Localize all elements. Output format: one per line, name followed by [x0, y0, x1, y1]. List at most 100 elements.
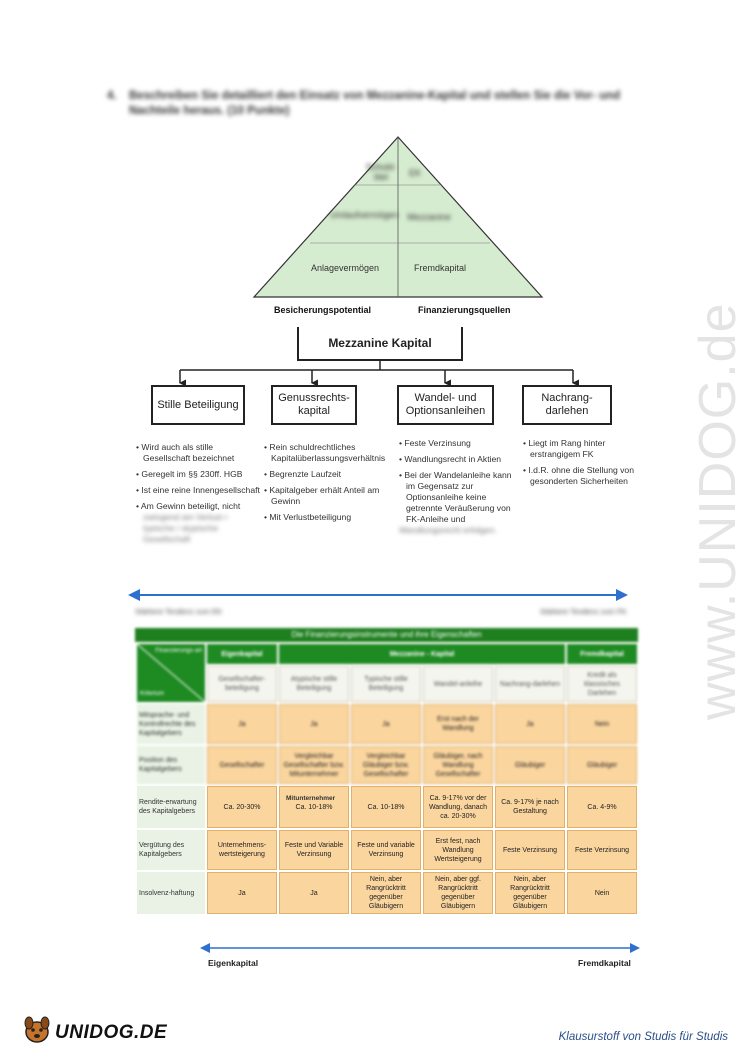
table-cell: Ja [279, 704, 349, 744]
table-cell: Nein, aber Rangrücktritt gegenüber Gläub… [351, 872, 421, 914]
table-cell: Nein, aber ggf. Rangrücktritt gegenüber … [423, 872, 493, 914]
table-cell: Ca. 9-17% vor der Wandlung, danach ca. 2… [423, 786, 493, 828]
list-item: Rein schuldrechtliches Kapitalüberlassun… [264, 442, 399, 464]
table-cell: Nein [567, 872, 638, 914]
blurred-text: Wandlungsrecht erfolgen. [399, 525, 497, 535]
table-cell: Ca. 9-17% je nach Gestaltung [495, 786, 566, 828]
table-cell: Ca. 20-30% [207, 786, 277, 828]
pyramid-row1-left: Schuld-titel [365, 162, 397, 182]
overlap-text: Mitunternehmer [286, 795, 336, 802]
box-wandel-optionsanleihen: Wandel- und Optionsanleihen [397, 385, 494, 425]
list-wandel-optionsanleihen: Feste Verzinsung Wandlungsrecht in Aktie… [399, 438, 523, 536]
table-cell: Gläubiger, nach Wandlung Gesellschafter [423, 746, 493, 784]
list-item: Feste Verzinsung [399, 438, 523, 449]
pyramid-diagram [252, 136, 544, 298]
list-item: Geregelt im §§ 230ff. HGB [136, 469, 261, 480]
table-title: Die Finanzierungsinstrumente und ihre Ei… [135, 628, 638, 642]
table-cell: Nein [567, 704, 638, 744]
sub-header: Typische stille Beteiligung [351, 666, 421, 702]
row-label: Mitsprache- und Kontrollrechte des Kapit… [137, 704, 205, 744]
mezzanine-root-box: Mezzanine Kapital [297, 327, 463, 361]
table-cell: Feste Verzinsung [495, 830, 566, 870]
list-item: Wandlungsrecht in Aktien [399, 454, 523, 465]
group-header-mezzanine: Mezzanine - Kapital [279, 644, 566, 664]
list-stille-beteiligung: Wird auch als stille Gesellschaft bezeic… [136, 442, 261, 545]
table-cell: Unternehmens-wertsteigerung [207, 830, 277, 870]
blurred-text: zwingend am Verlust • typische / atypisc… [143, 512, 228, 544]
list-genussrechtskapital: Rein schuldrechtliches Kapitalüberlassun… [264, 442, 399, 528]
table-corner: Finanzierungs-art Kriterium [137, 644, 205, 702]
list-item: Kapitalgeber erhält Anteil am Gewinn [264, 485, 399, 507]
dog-logo-icon [22, 1014, 52, 1044]
pyramid-row3-right: Fremdkapital [413, 263, 467, 273]
table-cell: Nein, aber Rangrücktritt gegenüber Gläub… [495, 872, 566, 914]
pyramid-row3-left: Anlagevermögen [310, 263, 380, 273]
box-genussrechtskapital: Genussrechts-kapital [271, 385, 357, 425]
sub-header: Gesellschafter-beteiligung [207, 666, 277, 702]
table-cell: Gläubiger [495, 746, 566, 784]
table-cell: Gesellschafter [207, 746, 277, 784]
bottom-arrow [200, 943, 640, 953]
table-cell: Erst nach der Wandlung [423, 704, 493, 744]
footer-logo[interactable]: UNIDOG.DE [55, 1022, 168, 1043]
list-item: I.d.R. ohne die Stellung von gesonderten… [523, 465, 638, 487]
group-header-fremdkapital: Fremdkapital [567, 644, 638, 664]
bottom-label-eigenkapital: Eigenkapital [208, 958, 259, 968]
table-cell: Feste und variable Verzinsung [351, 830, 421, 870]
table-row: Mitsprache- und Kontrollrechte des Kapit… [137, 704, 638, 744]
table-row: Vergütung des Kapitalgebers Unternehmens… [137, 830, 638, 870]
list-item: Begrenzte Laufzeit [264, 469, 399, 480]
table-cell: Gläubiger [567, 746, 638, 784]
tendency-ek-label: Stärkere Tendenz zum EK [135, 607, 222, 616]
row-label: Position des Kapitalgebers [137, 746, 205, 784]
footer-slogan: Klausurstoff von Studis für Studis [558, 1031, 728, 1043]
table-cell: Feste und Variable Verzinsung [279, 830, 349, 870]
sub-header: Kredit als klassisches Darlehen [567, 666, 638, 702]
question-text: Beschreiben Sie detailliert den Einsatz … [129, 90, 621, 117]
table-cell: Ca. 10-18% [351, 786, 421, 828]
table-row: Insolvenz-haftung Ja Ja Nein, aber Rangr… [137, 872, 638, 914]
sub-header: Atypische stille Beteiligung [279, 666, 349, 702]
list-item: Wird auch als stille Gesellschaft bezeic… [136, 442, 261, 464]
box-stille-beteiligung: Stille Beteiligung [151, 385, 245, 425]
list-item: Bei der Wandelanleihe kann im Gegensatz … [399, 470, 523, 525]
list-item: Liegt im Rang hinter erstrangigem FK [523, 438, 638, 460]
tree-connectors [179, 361, 579, 387]
tendency-fk-label: Stärkere Tendenz zum FK [540, 607, 627, 616]
row-label: Insolvenz-haftung [137, 872, 205, 914]
table-cell: Feste Verzinsung [567, 830, 638, 870]
question-number: 4. [107, 90, 117, 102]
sub-header: Nachrang-darlehen [495, 666, 566, 702]
corner-bottom-label: Kriterium [140, 691, 165, 697]
table-cell: Ja [351, 704, 421, 744]
table-cell: Erst fest, nach Wandlung Wertsteigerung [423, 830, 493, 870]
bottom-label-fremdkapital: Fremdkapital [578, 958, 631, 968]
table-cell: Ja [495, 704, 566, 744]
group-header-eigenkapital: Eigenkapital [207, 644, 277, 664]
corner-top-label: Finanzierungs-art [155, 648, 202, 654]
instruments-table: Die Finanzierungsinstrumente und ihre Ei… [135, 628, 638, 916]
table-cell: Vergleichbar Gläubiger bzw. Gesellschaft… [351, 746, 421, 784]
table-cell: Ca. 4-9% [567, 786, 638, 828]
table-cell: Ja [207, 704, 277, 744]
table-cell: Ja [279, 872, 349, 914]
sub-header: Wandel-anleihe [423, 666, 493, 702]
list-item: Mit Verlustbeteiligung [264, 512, 399, 523]
pyramid-row2-left: Umlaufvermögen [330, 210, 399, 220]
table-row: Position des Kapitalgebers Gesellschafte… [137, 746, 638, 784]
pyramid-row2-right: Mezzanine [407, 212, 451, 222]
label-finanzierungsquellen: Finanzierungsquellen [418, 305, 511, 315]
table-cell: Vergleichbar Gesellschafter bzw. Mitunte… [279, 746, 349, 784]
list-item: Am Gewinn beteiligt, nicht [136, 501, 261, 512]
table-row: Rendite-erwartung des Kapitalgebers Ca. … [137, 786, 638, 828]
list-nachrangdarlehen: Liegt im Rang hinter erstrangigem FK I.d… [523, 438, 638, 492]
tendency-arrow [128, 589, 628, 601]
pyramid-row1-right: EK [408, 168, 421, 178]
box-nachrangdarlehen: Nachrang-darlehen [522, 385, 612, 425]
row-label: Vergütung des Kapitalgebers [137, 830, 205, 870]
label-besicherungspotential: Besicherungspotential [274, 305, 372, 315]
row-label: Rendite-erwartung des Kapitalgebers [137, 786, 205, 828]
table-cell: Ja [207, 872, 277, 914]
table-cell: Ca. 10-18% [279, 786, 349, 828]
list-item: Ist eine reine Innengesellschaft [136, 485, 261, 496]
